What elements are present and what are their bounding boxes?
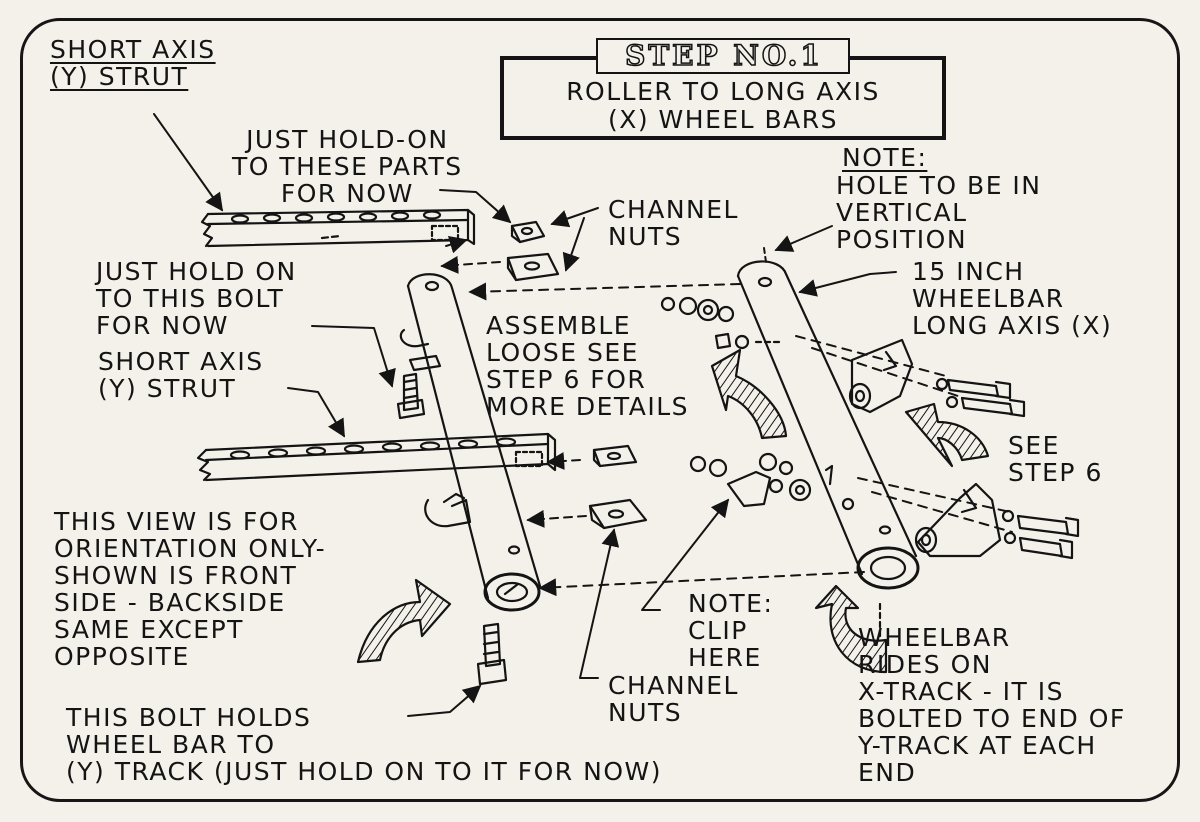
label-hold-these-parts: JUST HOLD-ON TO THESE PARTS FOR NOW [232, 125, 463, 208]
hatched-arrow-orientation [356, 578, 452, 664]
rounded-border-frame [20, 18, 1180, 802]
label-wheelbar-rides-on-x-track: WHEELBAR RIDES ON X-TRACK - IT IS BOLTED… [858, 623, 1126, 787]
note-hole-heading: NOTE: [842, 143, 928, 172]
label-see-step-6: SEE STEP 6 [1008, 431, 1103, 487]
alignment-lines [440, 236, 1013, 597]
channel-nut-middle [592, 444, 638, 468]
wheelbar-left [406, 273, 542, 612]
label-channel-nuts-bottom: CHANNEL NUTS [608, 671, 739, 727]
label-hold-this-bolt: JUST HOLD ON TO THIS BOLT FOR NOW [96, 257, 297, 340]
note-hole-vertical: HOLE TO BE IN VERTICAL POSITION [836, 171, 1042, 254]
label-15-inch-wheelbar: 15 INCH WHEELBAR LONG AXIS (X) [912, 257, 1113, 340]
channel-nut-lower [588, 498, 648, 530]
label-assemble-loose: ASSEMBLE LOOSE SEE STEP 6 FOR MORE DETAI… [486, 311, 690, 421]
hatched-arrow-see-step6 [904, 402, 990, 468]
label-bolt-holds-wheel-bar: THIS BOLT HOLDS WHEEL BAR TO (Y) TRACK (… [66, 703, 662, 786]
hatched-arrow-assemble [710, 348, 788, 440]
bolt-wheelbar-to-track [476, 622, 508, 686]
label-short-axis-strut-mid: SHORT AXIS (Y) STRUT [98, 347, 264, 403]
label-orientation-note: THIS VIEW IS FOR ORIENTATION ONLY- SHOWN… [54, 507, 327, 671]
bolt-hold-on [396, 328, 442, 420]
hatched-arrows [356, 348, 990, 674]
hatched-arrow-wheelbar [814, 584, 888, 674]
subtitle-line-1: ROLLER TO LONG AXIS [566, 77, 880, 106]
label-channel-nuts-top: CHANNEL NUTS [608, 195, 739, 251]
roller-hardware-lower [689, 452, 1080, 560]
title-tab [596, 38, 850, 74]
leader-lines [153, 113, 897, 717]
channel-nut-upper [506, 252, 560, 282]
step-title: STEP NO.1 [624, 38, 823, 73]
roller-hardware-upper [660, 296, 1026, 418]
wheelbar-15-inch [736, 260, 920, 642]
label-short-axis-strut-top: SHORT AXIS (Y) STRUT [50, 35, 216, 91]
subtitle-line-2: (X) WHEEL BARS [607, 105, 839, 134]
note-clip-here: NOTE: CLIP HERE [688, 589, 774, 672]
short-axis-strut-upper [200, 208, 476, 248]
channel-nut-small-upper [510, 220, 546, 244]
step-subtitle: ROLLER TO LONG AXIS(X) WHEEL BARS [504, 78, 942, 134]
